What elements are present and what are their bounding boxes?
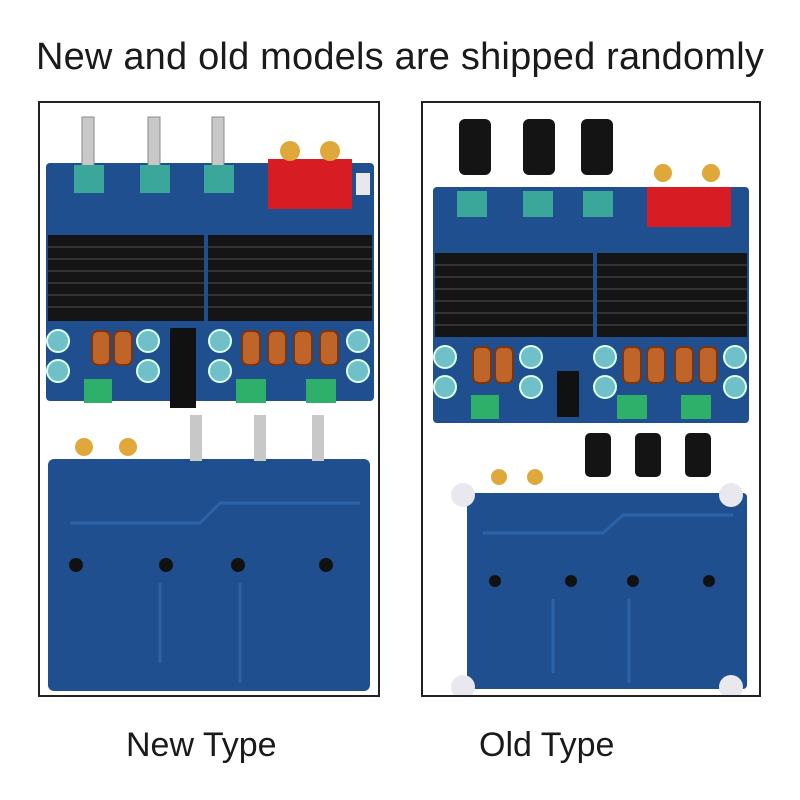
inductor-coils <box>472 346 718 384</box>
power-socket <box>170 328 196 408</box>
potentiometer-knobs <box>74 116 234 193</box>
inductor-coils <box>91 330 339 366</box>
old-type-photo-panel <box>421 101 761 697</box>
capacitors <box>46 329 370 383</box>
rca-input-jacks <box>647 187 731 227</box>
new-type-top-board <box>46 116 374 408</box>
potentiometer-knobs <box>459 119 613 175</box>
speaker-terminals <box>84 379 336 403</box>
old-type-board-photo <box>433 119 749 695</box>
capacitors <box>433 345 747 399</box>
headline: New and old models are shipped randomly <box>35 36 765 78</box>
old-type-caption: Old Type <box>479 726 615 764</box>
new-type-photo-panel <box>38 101 380 697</box>
new-type-board-photo <box>46 116 374 691</box>
power-socket <box>557 371 579 417</box>
new-type-caption: New Type <box>126 726 277 764</box>
old-type-top-board <box>433 119 749 423</box>
rca-input-jacks <box>268 141 370 209</box>
old-type-bottom-board <box>451 433 747 695</box>
heatsink <box>435 253 747 337</box>
new-type-bottom-board <box>48 415 370 691</box>
heatsink <box>48 235 372 321</box>
speaker-terminals <box>471 395 711 419</box>
